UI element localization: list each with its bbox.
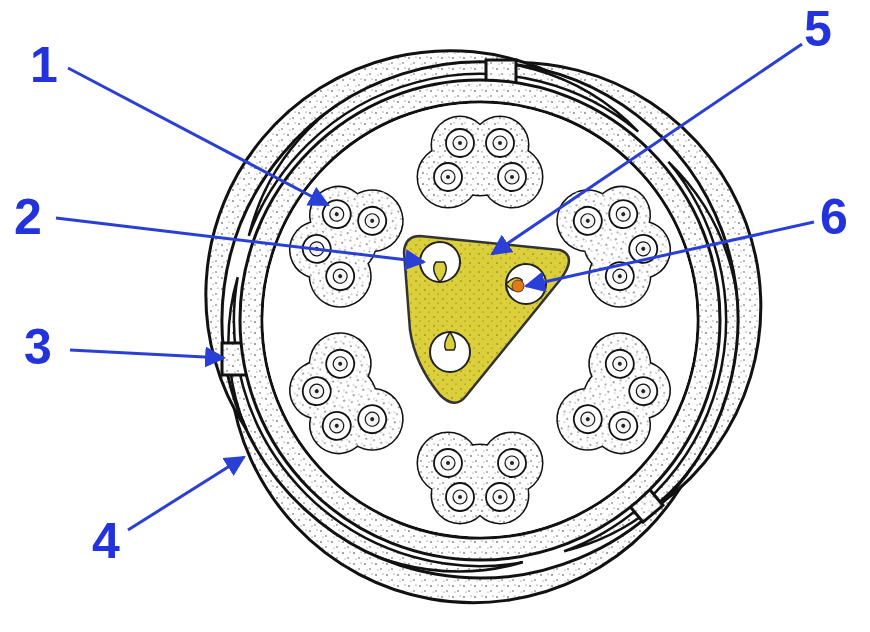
anther [273, 323, 413, 475]
callout-number: 2 [14, 192, 42, 242]
anther [547, 323, 687, 475]
leader-line [68, 68, 328, 205]
leader-line [526, 222, 814, 286]
callout-number: 3 [24, 322, 52, 372]
anther [547, 165, 687, 317]
locule [420, 242, 460, 282]
leader-line [128, 457, 244, 530]
callout-number: 5 [804, 4, 832, 54]
callout-number: 1 [30, 40, 58, 90]
ovule [512, 280, 524, 292]
callout-number: 4 [92, 516, 120, 566]
locule [430, 332, 470, 372]
placenta [434, 262, 447, 282]
ring-interior [264, 104, 697, 537]
anther [418, 433, 542, 523]
placenta [445, 332, 456, 350]
leader-line [492, 44, 802, 254]
anther [418, 117, 542, 207]
leader-line [56, 218, 424, 262]
leader-line [70, 350, 224, 358]
ovary [404, 236, 569, 403]
floral-ring [240, 80, 720, 560]
callout-number: 6 [820, 192, 848, 242]
